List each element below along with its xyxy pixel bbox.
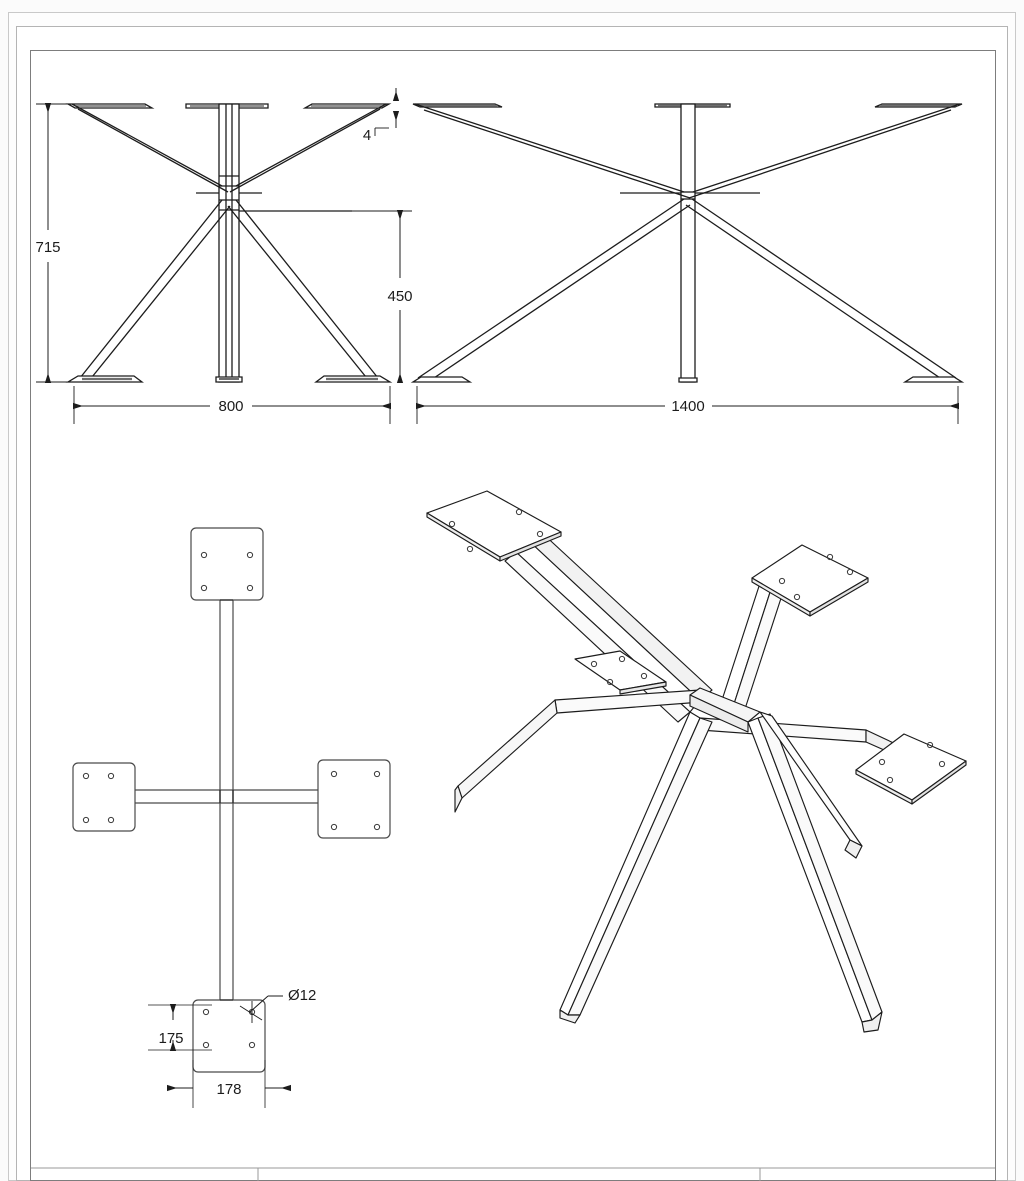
sheet-frame-inner [30, 50, 996, 1181]
